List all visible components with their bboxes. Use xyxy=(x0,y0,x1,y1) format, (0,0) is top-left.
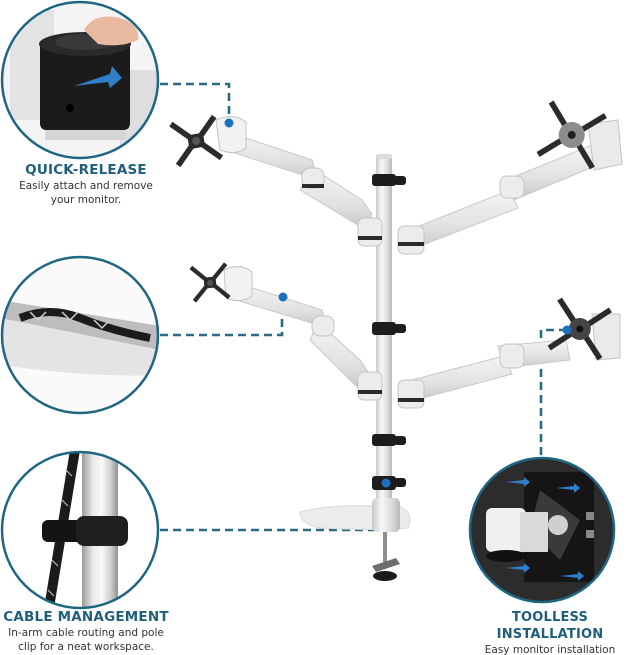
dot-icon xyxy=(381,478,391,488)
detail-circle-cable-arm xyxy=(0,255,160,415)
clamp-icon xyxy=(299,498,411,581)
quick-release-knob-icon xyxy=(40,40,130,130)
feature-cable-management: CABLE MANAGEMENT In-arm cable routing an… xyxy=(0,609,172,654)
connector-quick-release xyxy=(160,82,231,120)
arm-upper-right xyxy=(397,119,623,255)
feature-toolless-installation: TOOLLESS INSTALLATION Easy monitor insta… xyxy=(460,609,640,655)
feature-title: CABLE MANAGEMENT xyxy=(3,609,169,625)
detail-circle-toolless xyxy=(468,456,616,604)
arm-upper-left xyxy=(215,116,383,247)
vesa-bracket-icon xyxy=(547,297,612,361)
detail-circle-pole-clip xyxy=(0,450,160,610)
arm-lower-right xyxy=(397,313,621,409)
feature-description-line: your monitor. xyxy=(50,194,122,206)
monitor-mount xyxy=(169,100,623,581)
dot-icon xyxy=(562,325,572,335)
vesa-bracket-icon xyxy=(536,100,607,170)
feature-description-line: Easily attach and remove xyxy=(19,180,153,192)
feature-description-line: clip for a neat workspace. xyxy=(18,641,154,653)
feature-quick-release: QUICK-RELEASE Easily attach and remove y… xyxy=(0,162,172,207)
feature-description-line: Easy monitor installation xyxy=(484,644,616,655)
cable-clip-icon xyxy=(372,174,406,490)
connector-lines xyxy=(160,82,565,532)
cable-icon xyxy=(18,308,151,342)
feature-description-line: In-arm cable routing and pole xyxy=(8,627,164,639)
vesa-bracket-icon xyxy=(189,262,231,303)
feature-title: QUICK-RELEASE xyxy=(25,162,147,178)
feature-title: TOOLLESS INSTALLATION xyxy=(496,610,604,642)
vesa-bracket-icon xyxy=(169,114,224,168)
detail-circle-quick-release xyxy=(0,0,160,160)
pole-icon xyxy=(376,156,392,516)
arm-lower-left xyxy=(223,266,383,401)
connector-toolless xyxy=(539,328,565,455)
